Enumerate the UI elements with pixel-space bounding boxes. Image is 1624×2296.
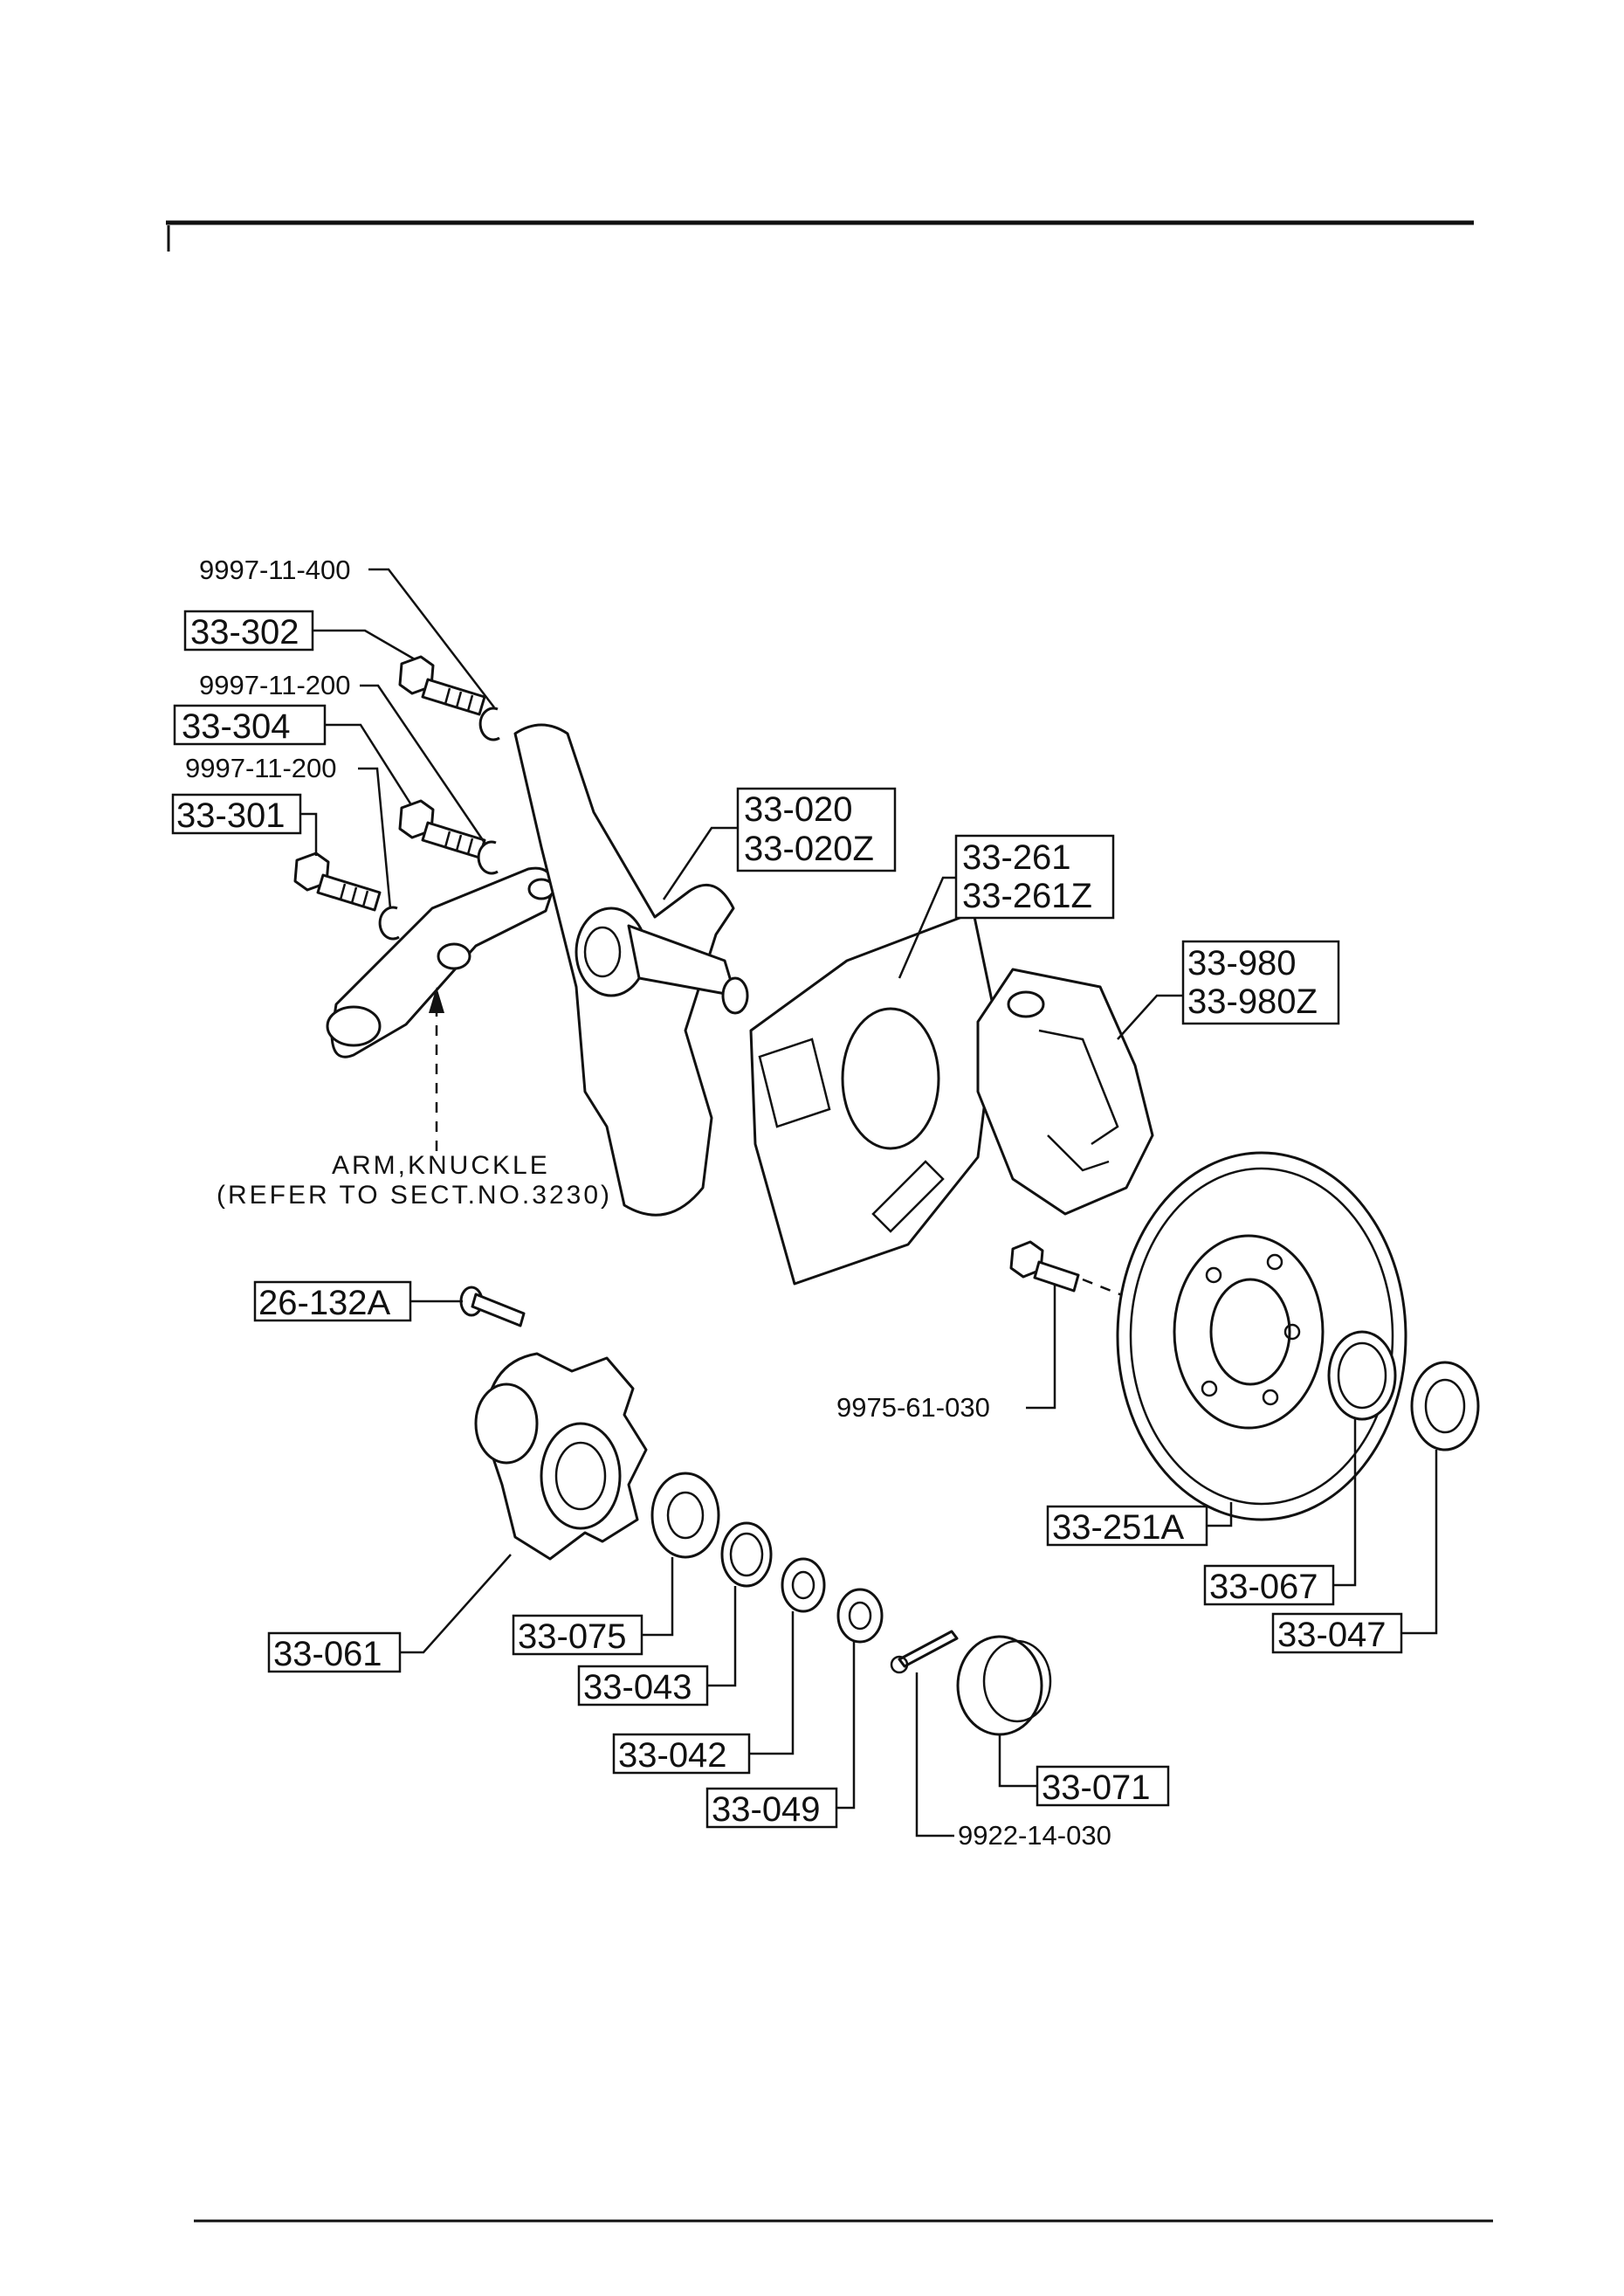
leader-9997-11-200-a (360, 684, 486, 844)
label-9922-14-030: 9922-14-030 (958, 1820, 1111, 1851)
label-9997-11-400: 9997-11-400 (199, 555, 351, 585)
leader-33-301 (301, 812, 318, 856)
leader-33-304 (325, 723, 412, 804)
bolt-guide-dashes (1082, 1278, 1127, 1299)
steering-knuckle (513, 723, 749, 1217)
wheel-hub (474, 1352, 648, 1561)
box-33-049: 33-049 (705, 1787, 838, 1829)
leader-33-261 (898, 876, 956, 979)
svg-text:33-304: 33-304 (182, 707, 291, 746)
leader-9975-61-030 (1026, 1284, 1056, 1410)
bolt-33-302 (398, 655, 486, 716)
note-line-1: ARM,KNUCKLE (332, 1151, 550, 1180)
box-33-042: 33-042 (612, 1733, 751, 1775)
grease-cap-33-071 (956, 1635, 1052, 1736)
lock-nut-33-049 (836, 1588, 884, 1644)
leader-33-251a (1207, 1502, 1233, 1527)
box-33-047: 33-047 (1271, 1612, 1403, 1654)
leader-33-049 (836, 1642, 856, 1810)
inner-bearing-33-075 (650, 1472, 720, 1559)
box-33-301: 33-301 (171, 793, 302, 835)
leader-33-047 (1401, 1450, 1438, 1635)
svg-text:33-301: 33-301 (176, 796, 286, 835)
washer-9997-11-200-b (378, 906, 400, 941)
outer-bearing-33-047 (1410, 1361, 1480, 1451)
leader-33-980 (1117, 994, 1183, 1040)
leader-9997-11-200-b (358, 767, 392, 909)
svg-text:33-049: 33-049 (712, 1790, 821, 1829)
leader-33-302 (313, 629, 416, 661)
leader-33-043 (707, 1586, 737, 1687)
svg-text:33-061: 33-061 (273, 1635, 382, 1673)
svg-text:33-071: 33-071 (1042, 1769, 1151, 1807)
bolt-33-304 (398, 799, 486, 859)
arm-knuckle-arrow (429, 987, 444, 1013)
leader-9922-14-030 (915, 1672, 954, 1837)
svg-text:33-042: 33-042 (618, 1736, 727, 1775)
svg-text:33-067: 33-067 (1209, 1568, 1318, 1606)
leader-33-067 (1333, 1419, 1357, 1587)
box-33-261: 33-261 33-261Z (954, 834, 1115, 920)
box-33-067: 33-067 (1203, 1564, 1335, 1606)
box-33-302: 33-302 (183, 610, 314, 652)
svg-text:33-302: 33-302 (190, 613, 299, 652)
label-9975-61-030: 9975-61-030 (836, 1392, 990, 1423)
leader-33-042 (749, 1611, 795, 1755)
box-26-132a: 26-132A (253, 1280, 412, 1322)
washer-9997-11-400 (478, 707, 500, 741)
brake-disc (1116, 1151, 1407, 1521)
box-33-304: 33-304 (173, 704, 327, 746)
svg-text:33-980: 33-980 (1187, 944, 1297, 983)
bolt-33-301 (293, 852, 382, 912)
svg-text:33-075: 33-075 (518, 1617, 627, 1656)
box-33-071: 33-071 (1036, 1765, 1170, 1807)
box-33-075: 33-075 (512, 1614, 643, 1656)
svg-text:33-261: 33-261 (962, 838, 1071, 877)
note-line-2: (REFER TO SECT.NO.3230) (217, 1181, 612, 1210)
leader-9997-11-400 (368, 568, 495, 708)
dust-shield (749, 911, 997, 1286)
svg-text:33-047: 33-047 (1277, 1616, 1387, 1654)
box-33-061: 33-061 (267, 1631, 402, 1673)
svg-text:33-043: 33-043 (583, 1668, 692, 1706)
label-9997-11-200-a: 9997-11-200 (199, 670, 351, 700)
cotter-pin-9922-14-030 (890, 1630, 959, 1674)
knuckle-arm (326, 866, 556, 1058)
outer-seal-33-067 (1327, 1330, 1397, 1421)
svg-text:33-251A: 33-251A (1052, 1508, 1185, 1547)
bolt-9975-61-030 (1009, 1240, 1080, 1293)
wheel-stud-26-132a (459, 1286, 526, 1327)
nut-33-042 (781, 1557, 826, 1613)
svg-text:33-020: 33-020 (744, 790, 853, 829)
washer-9997-11-200-a (477, 840, 499, 875)
svg-text:33-261Z: 33-261Z (962, 877, 1092, 915)
leader-33-075 (642, 1557, 674, 1637)
leader-33-061 (400, 1554, 512, 1654)
leader-33-071 (998, 1734, 1037, 1788)
box-33-020: 33-020 33-020Z (736, 787, 897, 872)
washer-33-043 (720, 1521, 773, 1588)
leader-33-020 (662, 826, 738, 900)
svg-text:33-980Z: 33-980Z (1187, 983, 1318, 1021)
box-33-980: 33-980 33-980Z (1181, 940, 1340, 1025)
box-33-043: 33-043 (577, 1665, 709, 1706)
box-33-251a: 33-251A (1046, 1505, 1208, 1547)
svg-text:33-020Z: 33-020Z (744, 830, 874, 868)
label-9997-11-200-b: 9997-11-200 (185, 753, 337, 783)
brake-caliper (976, 968, 1154, 1216)
svg-text:26-132A: 26-132A (258, 1284, 391, 1322)
